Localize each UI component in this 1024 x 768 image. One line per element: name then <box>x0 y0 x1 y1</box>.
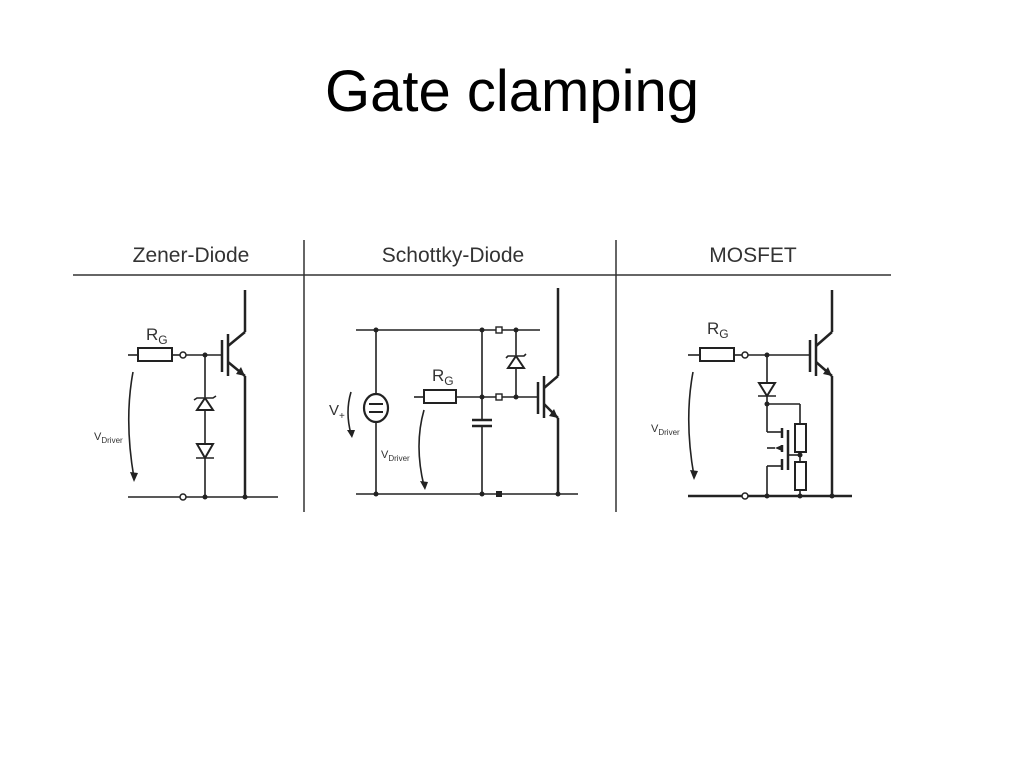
igbt-2 <box>536 288 560 494</box>
voltage-source <box>362 392 390 424</box>
header-schottky-diode: Schottky-Diode <box>382 244 524 267</box>
slide-title: Gate clamping <box>325 59 699 124</box>
gate-resistor-3 <box>699 347 735 362</box>
zener-diode <box>193 395 217 411</box>
mosfet-circuit <box>687 290 852 500</box>
header-mosfet: MOSFET <box>709 244 797 267</box>
header-zener-diode: Zener-Diode <box>133 244 250 267</box>
gate-resistor-2 <box>423 389 457 404</box>
divider-resistor-top <box>794 423 807 453</box>
vplus-label: V+ <box>329 402 345 422</box>
vdriver-label-3: VDriver <box>651 423 680 437</box>
schottky-circuit <box>347 288 578 497</box>
diode-3 <box>757 382 777 398</box>
rg-label-2: RG <box>432 366 454 388</box>
schottky-diode <box>505 353 527 369</box>
gate-resistor-1 <box>137 347 173 362</box>
capacitor <box>472 418 492 428</box>
zener-circuit <box>127 290 278 501</box>
rg-label-1: RG <box>146 325 168 347</box>
vdriver-label-2: VDriver <box>381 449 410 463</box>
igbt-1 <box>220 290 247 498</box>
igbt-3 <box>808 290 834 496</box>
divider-resistor-bottom <box>794 461 807 491</box>
clamp-mosfet <box>766 428 800 496</box>
rg-label-3: RG <box>707 319 729 341</box>
vdriver-label-1: VDriver <box>94 431 123 445</box>
diode-1 <box>195 443 215 461</box>
